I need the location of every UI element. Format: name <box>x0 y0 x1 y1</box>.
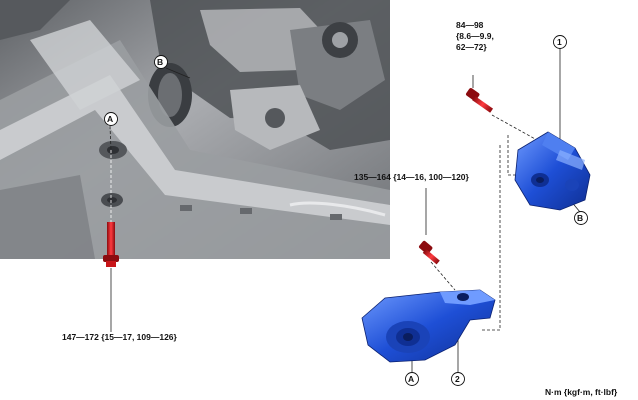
torque-upper-line2: {8.6—9.9, <box>456 31 494 41</box>
callout-a-bottom: A <box>408 374 415 384</box>
torque-upper-line1: 84—98 <box>456 20 484 30</box>
callout-b-top: B <box>157 57 164 67</box>
engine-bay-photo <box>0 0 390 259</box>
torque-middle: 135—164 {14—16, 100—120} <box>354 172 469 182</box>
leader-lines <box>109 48 581 372</box>
torque-rod-lower <box>361 289 496 363</box>
torque-lower: 147—172 {15—17, 109—126} <box>62 332 177 342</box>
callout-circles <box>104 35 588 386</box>
bolt-upper <box>466 88 494 113</box>
callout-a-top: A <box>107 114 114 124</box>
torque-upper-line3: 62—72} <box>456 42 487 52</box>
callout-part-2: 2 <box>455 374 460 384</box>
callout-b-right: B <box>577 213 584 223</box>
engine-mount-upper <box>514 131 591 211</box>
torque-units-legend: N·m {kgf·m, ft·lbf} <box>545 387 618 397</box>
bolt-middle <box>419 240 440 265</box>
bolt-lower <box>103 222 119 267</box>
callout-part-1: 1 <box>557 37 562 47</box>
